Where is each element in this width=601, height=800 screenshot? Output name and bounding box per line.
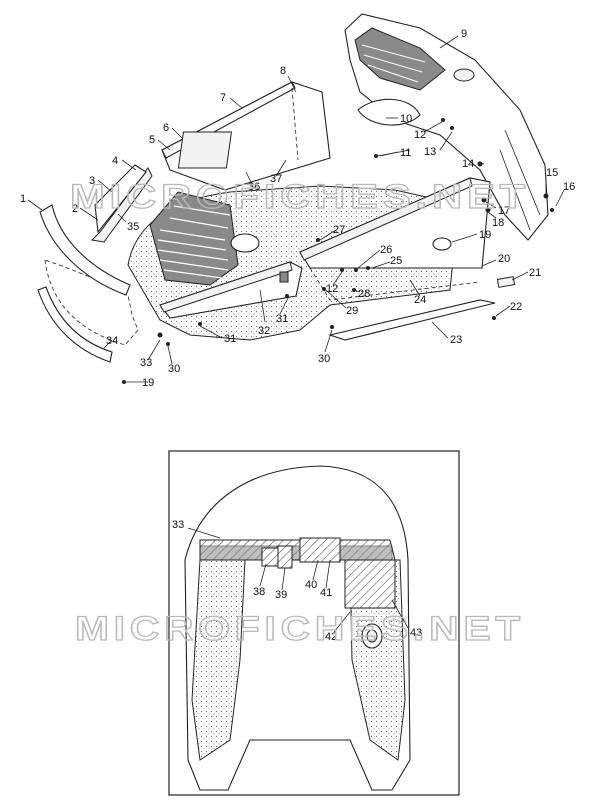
inset-hole-inner: [366, 629, 378, 643]
front-bumper: [39, 204, 131, 296]
watermark-top: MICROFICHES.NET: [70, 178, 530, 216]
callout-22: 22: [510, 301, 522, 313]
panel-badge: [432, 237, 452, 251]
callout-26: 26: [380, 244, 392, 256]
vent-cap: [230, 233, 260, 253]
inset-block-40: [299, 537, 341, 563]
side-rail: [90, 167, 153, 243]
bumper-outline: [44, 259, 139, 346]
inset-block-43: [344, 559, 396, 609]
callout-12: 12: [414, 129, 426, 141]
callout-23: 23: [450, 334, 462, 346]
cowl-edge-detail: [499, 129, 541, 231]
callout-2: 2: [72, 203, 78, 215]
callout-5: 5: [149, 134, 155, 146]
inset-callout-42: 42: [325, 631, 337, 643]
callout-27: 27: [333, 224, 345, 236]
inset-callout-33: 33: [172, 519, 184, 531]
callout-31a: 31: [224, 333, 236, 345]
cowl-hole: [453, 68, 475, 82]
hood-window: [177, 131, 233, 169]
callout-29: 29: [346, 305, 358, 317]
callout-4: 4: [112, 155, 118, 167]
callout-25: 25: [390, 255, 402, 267]
callout-24: 24: [414, 294, 426, 306]
top-leaders: [27, 35, 565, 383]
callout-18: 18: [492, 217, 504, 229]
rear-grille-slats: [361, 44, 426, 83]
inset-block-39: [277, 545, 293, 569]
callout-31b: 31: [276, 313, 288, 325]
inset-leaders: [187, 527, 409, 633]
left-panel-slot: [279, 271, 289, 283]
lower-skid: [327, 299, 496, 341]
callout-37: 37: [270, 173, 282, 185]
corner-panel: [94, 164, 147, 234]
callout-16: 16: [563, 181, 575, 193]
rear-grille: [354, 27, 446, 91]
callout-17: 17: [498, 205, 510, 217]
callout-14: 14: [462, 158, 474, 170]
hood-fold-line: [291, 87, 299, 161]
exploded-view: [37, 13, 554, 384]
callout-1: 1: [20, 193, 26, 205]
callout-30a: 30: [318, 353, 330, 365]
callout-34: 34: [106, 335, 118, 347]
inset-callout-40: 40: [305, 579, 317, 591]
callout-7: 7: [220, 92, 226, 104]
callout-12b: 12: [326, 283, 338, 295]
callout-6: 6: [163, 122, 169, 134]
callout-15: 15: [546, 167, 558, 179]
left-side-trim: [159, 261, 293, 313]
inset-right-panel: [349, 559, 406, 761]
callout-28: 28: [358, 288, 370, 300]
callout-20: 20: [498, 253, 510, 265]
callout-33a: 33: [140, 357, 152, 369]
inset-view: 33 38 39 40 41 42 43: [168, 450, 460, 796]
callout-30b: 30: [168, 363, 180, 375]
lower-trim: [37, 286, 113, 363]
callout-21: 21: [529, 267, 541, 279]
callout-35: 35: [127, 221, 139, 233]
callout-11: 11: [400, 147, 411, 159]
top-callouts: 1 2 3 4 5 6 7 8 9 10 11 12 13 14 15 16 1…: [20, 28, 575, 389]
callout-8: 8: [280, 65, 286, 77]
inset-left-panel: [191, 559, 246, 761]
callout-9: 9: [461, 28, 467, 40]
callout-36: 36: [248, 181, 260, 193]
callout-13: 13: [424, 146, 436, 158]
callout-19a: 19: [479, 229, 491, 241]
callout-3: 3: [89, 175, 95, 187]
seat-cushion: [357, 98, 421, 126]
inset-block-38: [261, 547, 279, 567]
callout-10: 10: [400, 113, 412, 125]
callout-32: 32: [258, 325, 270, 337]
right-panel-dash: [309, 267, 481, 301]
plate: [496, 276, 516, 288]
inset-bulkhead: [199, 545, 393, 561]
right-side-trim: [299, 177, 473, 261]
callout-19b: 19: [142, 377, 154, 389]
inset-callout-39: 39: [275, 589, 287, 601]
watermark-bottom: MICROFICHES.NET: [75, 610, 525, 648]
inset-callout-43: 43: [410, 627, 422, 639]
inset-callout-38: 38: [253, 586, 265, 598]
inset-callout-41: 41: [320, 587, 332, 599]
grille-slats: [157, 205, 231, 279]
